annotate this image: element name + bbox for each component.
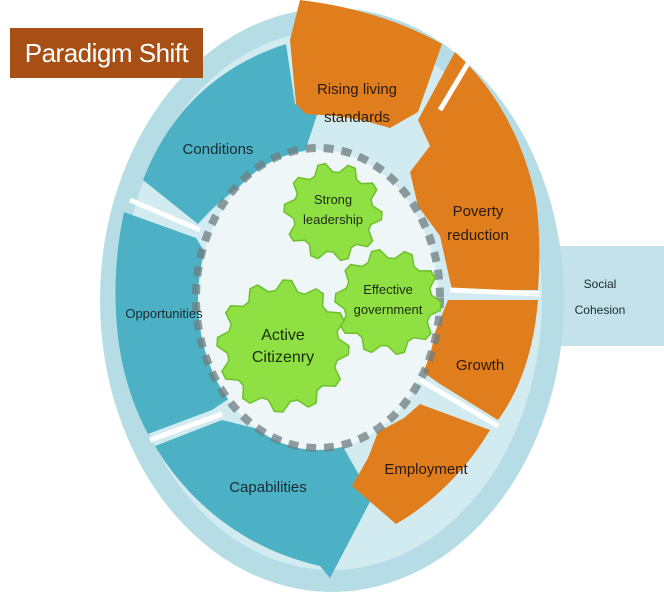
gear-strong-leadership — [283, 162, 383, 262]
label-strong-leadership-1: Strong — [314, 192, 352, 207]
label-social-1: Social — [584, 277, 617, 291]
gears — [216, 162, 442, 413]
social-cohesion-panel — [540, 246, 664, 346]
label-opportunities: Opportunities — [125, 306, 203, 321]
label-effective-gov-2: government — [354, 302, 423, 317]
segment-dividers — [129, 58, 541, 443]
label-rising-line1: Rising living — [317, 81, 397, 98]
label-active-citizenry-1: Active — [261, 327, 305, 344]
label-rising-line2: standards — [324, 109, 390, 126]
label-strong-leadership-2: leadership — [303, 212, 363, 227]
segment-rising-living-standards — [290, 0, 442, 128]
gear-active-citizenry — [216, 279, 350, 413]
segment-growth — [418, 300, 538, 420]
label-effective-gov-1: Effective — [363, 282, 413, 297]
segment-capabilities — [155, 415, 372, 578]
label-conditions: Conditions — [183, 141, 254, 158]
segment-conditions — [143, 44, 318, 224]
label-employment: Employment — [384, 461, 468, 478]
segment-employment — [352, 404, 490, 524]
label-active-citizenry-2: Citizenry — [252, 349, 314, 366]
gear-effective-government — [334, 248, 442, 356]
label-social-2: Cohesion — [575, 303, 626, 317]
label-capabilities: Capabilities — [229, 479, 307, 496]
label-growth: Growth — [456, 357, 504, 374]
page-title: Paradigm Shift — [10, 28, 203, 78]
label-poverty-line1: Poverty — [453, 203, 504, 220]
label-poverty-line2: reduction — [447, 227, 509, 244]
gear-track — [192, 144, 444, 452]
segment-poverty-reduction — [410, 52, 540, 290]
